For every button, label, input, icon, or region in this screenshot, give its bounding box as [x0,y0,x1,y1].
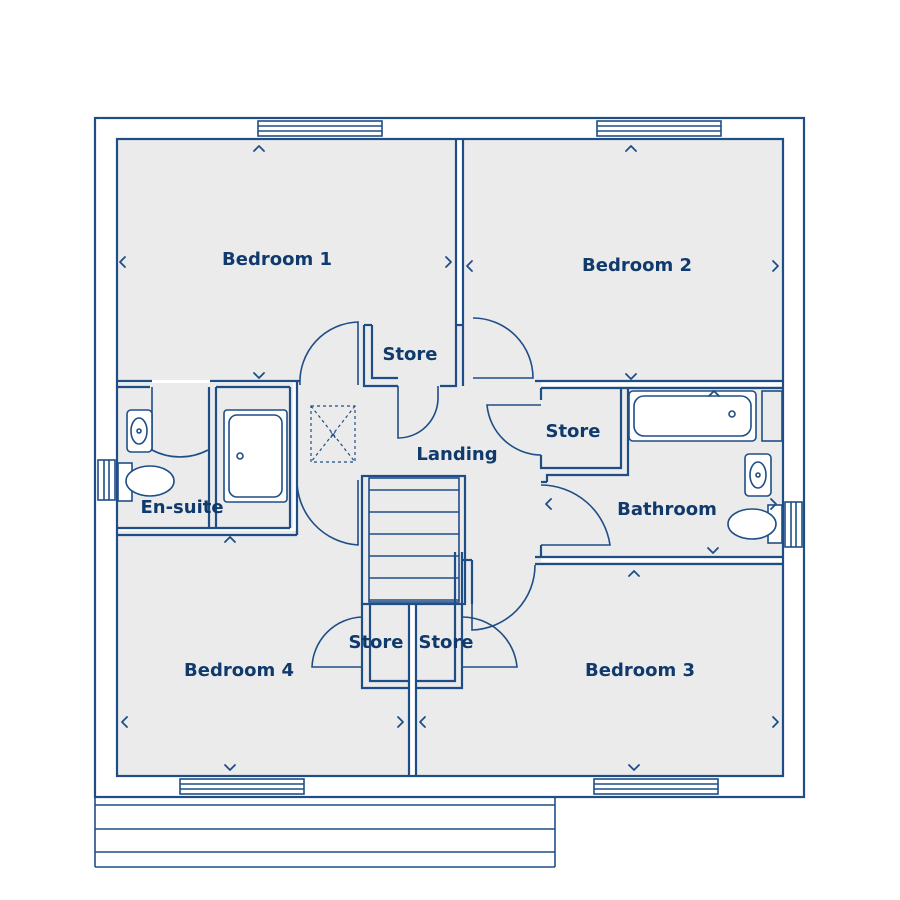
outer-walls [93,116,806,799]
en-suite-shower [223,409,288,503]
windows [97,120,803,795]
label-bedroom-1: Bedroom 1 [222,249,332,270]
bathroom-fixtures [628,390,783,544]
room-labels: Bedroom 1 Bedroom 2 Bedroom 3 Bedroom 4 … [140,249,716,681]
label-bedroom-4: Bedroom 4 [184,660,294,681]
loft-hatch: x [310,405,356,463]
window-bedroom-3 [593,778,719,795]
bathroom-basin [744,453,772,497]
label-bedroom-2: Bedroom 2 [582,255,692,276]
outer-wall-outline [93,116,806,799]
en-suite-basin [126,409,153,453]
door-store-bottom-right [461,616,518,668]
en-suite-toilet [117,462,175,502]
label-store-top: Store [382,344,437,365]
window-bedroom-4 [179,778,305,795]
door-store-top [397,386,439,439]
door-en-suite [151,387,209,458]
inner-wall-outline [115,137,785,778]
svg-text:x: x [330,428,337,441]
label-store-bottom-left: Store [348,632,403,653]
label-store-right: Store [545,421,600,442]
label-en-suite: En-suite [140,497,223,518]
door-store-bottom-left [311,616,363,668]
door-bedroom-1 [299,321,359,386]
door-store-right [486,404,542,456]
internal-walls [118,140,782,776]
porch-roof [94,797,556,868]
label-store-bottom-right: Store [418,632,473,653]
label-landing: Landing [416,444,497,465]
bath-tub [628,390,757,442]
door-bedroom-2 [472,317,534,379]
bedroom-4-floor [118,531,410,775]
staircase [369,489,459,601]
label-bedroom-3: Bedroom 3 [585,660,695,681]
door-bedroom-3 [471,564,536,631]
door-en-suite-landing [296,477,359,546]
window-bedroom-1 [257,120,383,137]
en-suite-fixtures [117,409,288,503]
label-bathroom: Bathroom [617,499,717,520]
window-en-suite [97,459,116,501]
door-swings [151,317,611,668]
door-bathroom [540,484,611,546]
window-bedroom-2 [596,120,722,137]
bedroom-3-floor [416,562,782,775]
dimension-arrows [119,145,779,771]
bathroom-toilet [727,504,783,544]
stair-enclosure [360,474,467,606]
window-bathroom [784,501,803,548]
